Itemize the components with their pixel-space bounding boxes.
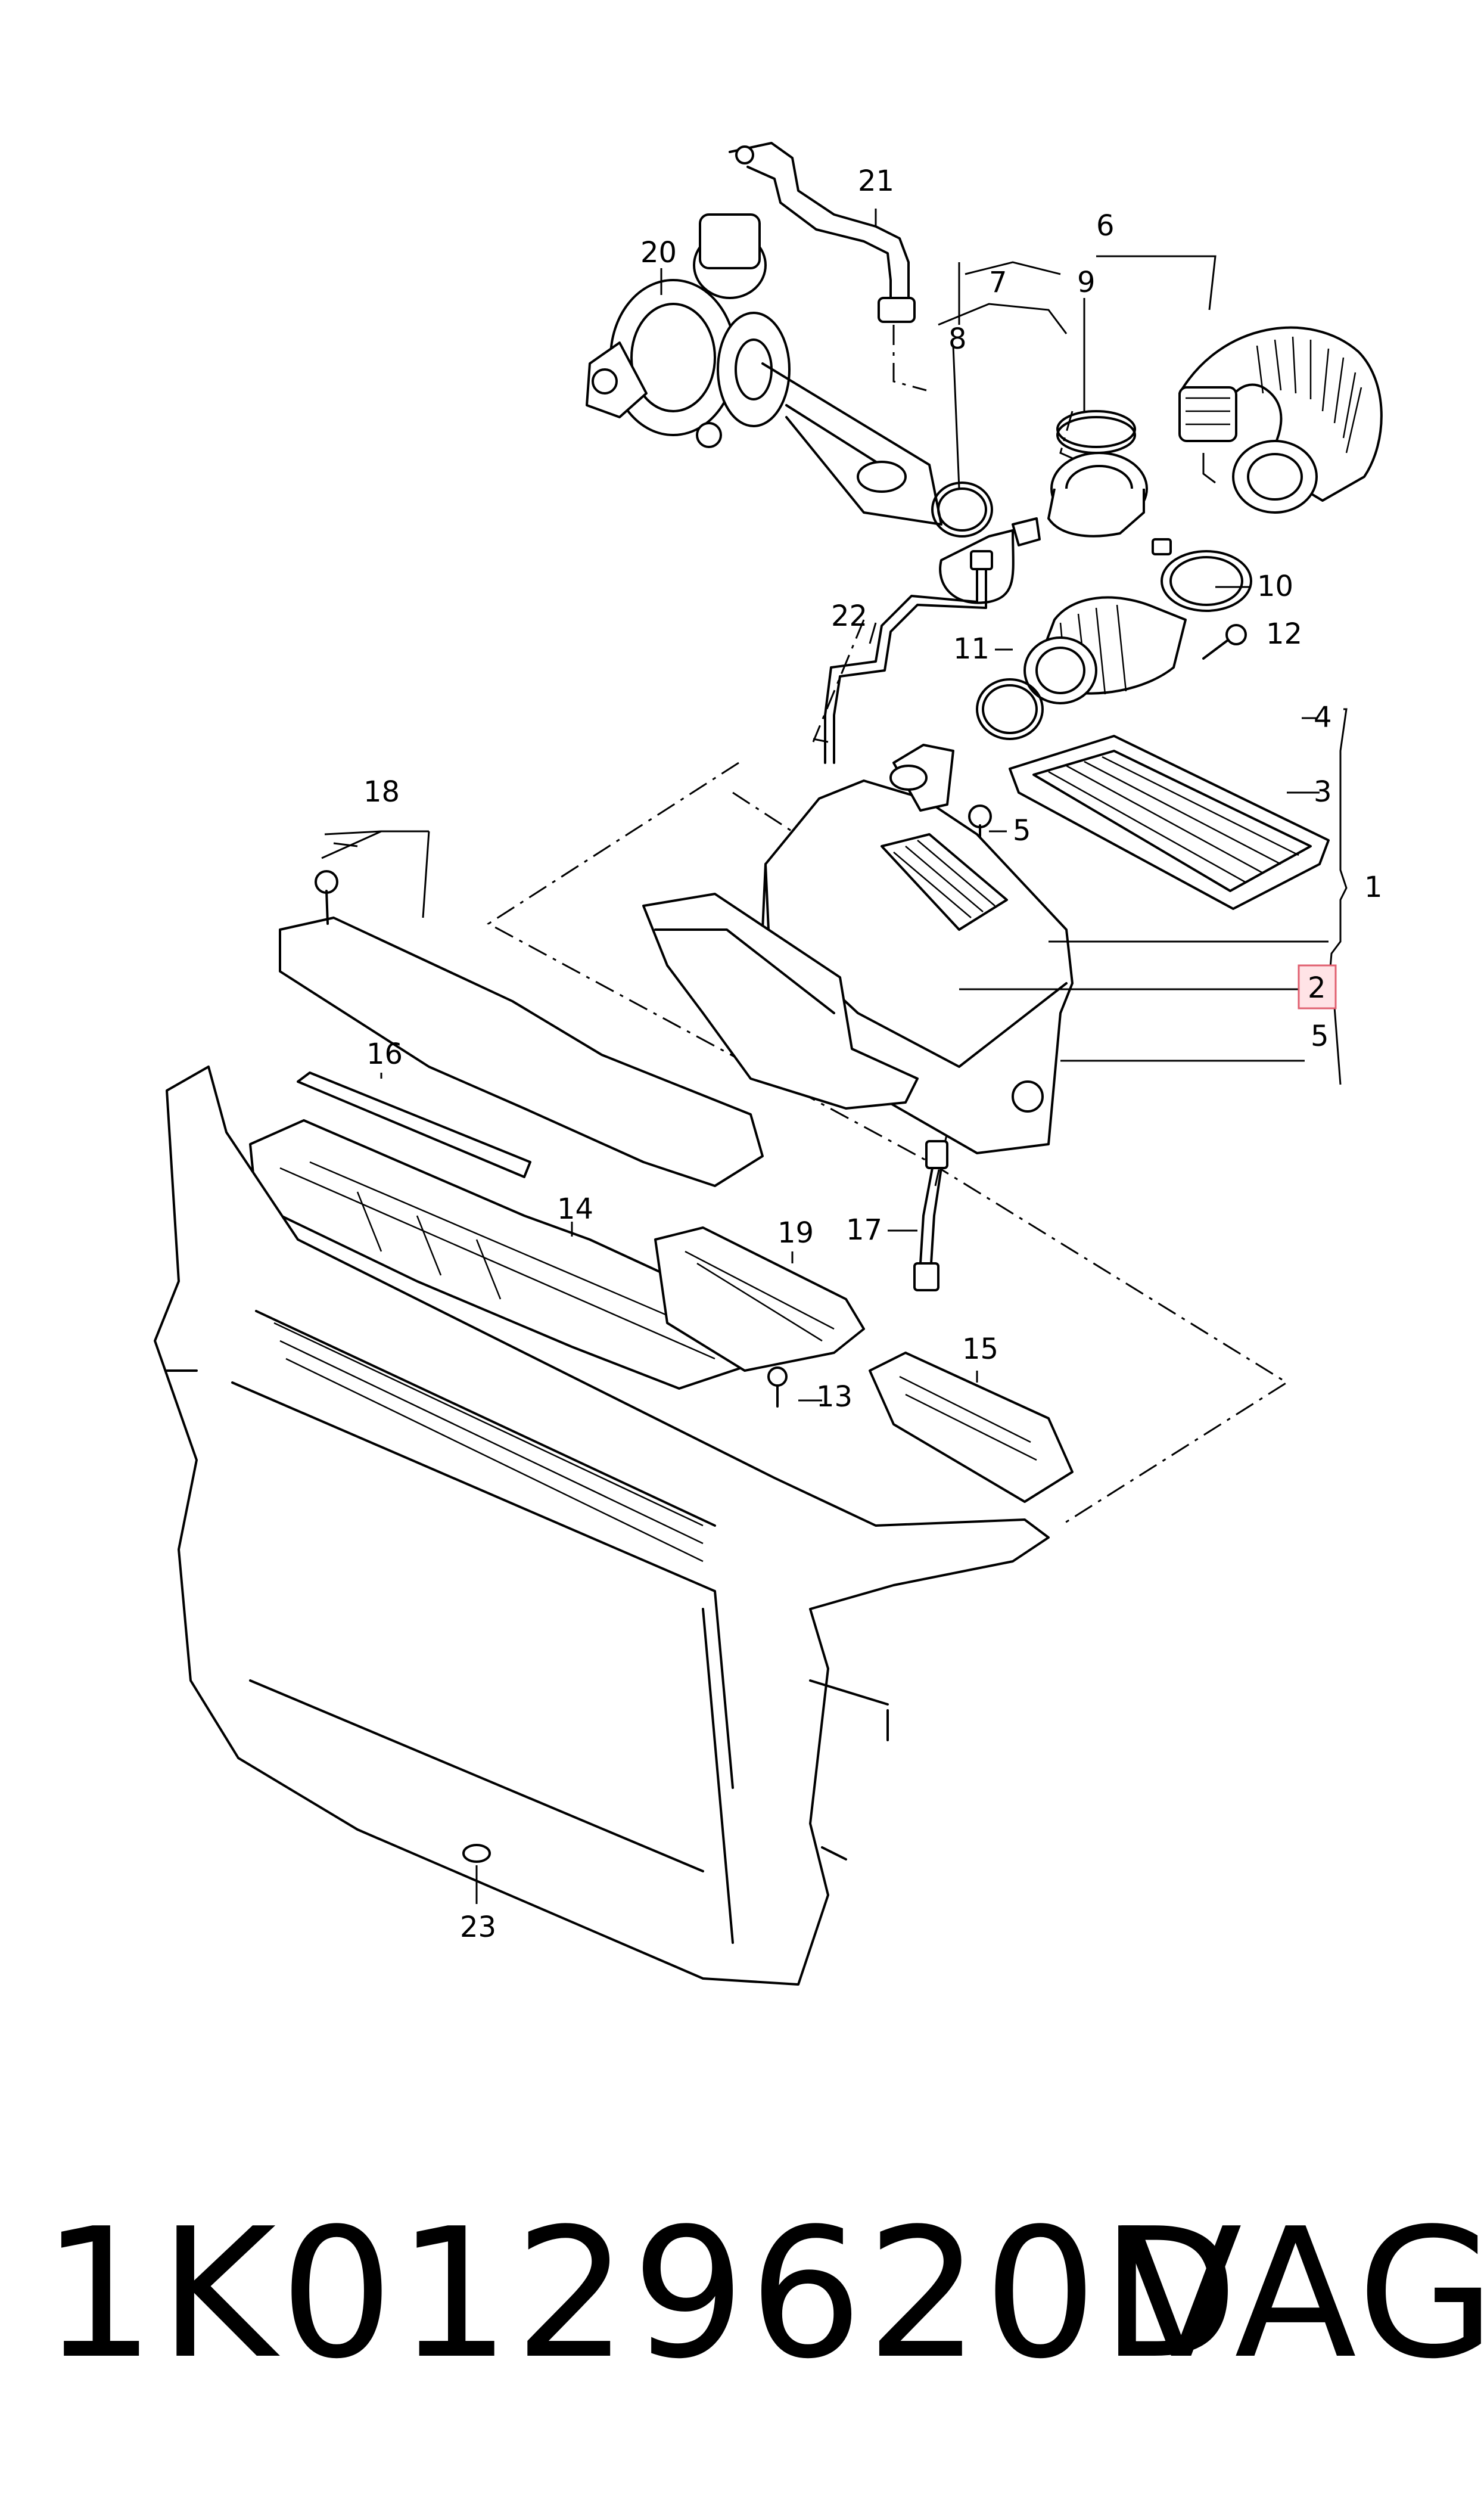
callout-17[interactable]: 17 <box>846 1213 882 1247</box>
callout-21[interactable]: 21 <box>858 164 894 198</box>
part-21-pipe <box>729 142 916 323</box>
callout-8[interactable]: 8 <box>948 322 967 356</box>
part-18-cover <box>279 870 764 1187</box>
footer: 1K0129620D VAG <box>0 2205 1484 2455</box>
part-20-turbocharger <box>586 213 942 526</box>
callout-20[interactable]: 20 <box>640 236 677 269</box>
callout-7[interactable]: 7 <box>989 266 1007 299</box>
part-8-o-ring <box>931 482 993 538</box>
callout-18[interactable]: 18 <box>363 775 400 809</box>
callout-6[interactable]: 6 <box>1096 209 1115 243</box>
callout-2[interactable]: 2 <box>1308 971 1326 1005</box>
callout-10[interactable]: 10 <box>1257 570 1293 603</box>
part-17-drain-valve <box>913 1140 948 1291</box>
callout-14[interactable]: 14 <box>557 1192 593 1226</box>
brand-label: VAG <box>1120 2190 1484 2398</box>
leader-lines <box>321 209 1348 1904</box>
callout-9[interactable]: 9 <box>1077 266 1096 299</box>
part-15-air-guide-lower <box>869 1352 1074 1503</box>
part-19-air-guide <box>654 1226 865 1372</box>
part-16-seal-strip <box>297 1071 531 1178</box>
callout-19[interactable]: 19 <box>777 1216 814 1250</box>
callout-3[interactable]: 3 <box>1314 775 1332 809</box>
callout-2-highlight-box <box>1298 964 1337 1010</box>
exploded-parts-diagram: 1 2 3 4 5 5 6 7 8 9 10 11 12 13 14 15 16… <box>154 142 1383 1986</box>
callout-12[interactable]: 12 <box>1266 617 1302 651</box>
part-6-intake-hose <box>1178 326 1383 514</box>
part-3-4-air-filter <box>1009 735 1330 910</box>
part-1-2-air-filter-housing <box>642 744 1074 1154</box>
part-12-screw <box>1202 624 1247 660</box>
part-number: 1K0129620D <box>42 2190 1242 2398</box>
callout-15[interactable]: 15 <box>962 1333 998 1366</box>
callout-16[interactable]: 16 <box>366 1038 403 1071</box>
part-13-screw <box>767 1366 788 1408</box>
callout-23[interactable]: 23 <box>460 1911 496 1944</box>
part-10-clamp <box>1152 538 1252 612</box>
callout-1[interactable]: 1 <box>1364 871 1383 904</box>
callout-5b[interactable]: 5 <box>1311 1020 1329 1053</box>
part-7-9-hose-clamp <box>939 410 1148 604</box>
callout-4[interactable]: 4 <box>1314 701 1332 734</box>
part-22-breather-hose <box>824 550 993 764</box>
callout-labels: 1 2 3 4 5 5 6 7 8 9 10 11 12 13 14 15 16… <box>363 164 1383 1944</box>
callout-11[interactable]: 11 <box>953 632 990 666</box>
part-11-air-mass-meter <box>976 596 1187 740</box>
callout-13[interactable]: 13 <box>816 1380 853 1414</box>
callout-22[interactable]: 22 <box>831 600 867 633</box>
callout-5a[interactable]: 5 <box>1013 814 1031 847</box>
part-23-lock-carrier <box>154 1066 1050 1986</box>
